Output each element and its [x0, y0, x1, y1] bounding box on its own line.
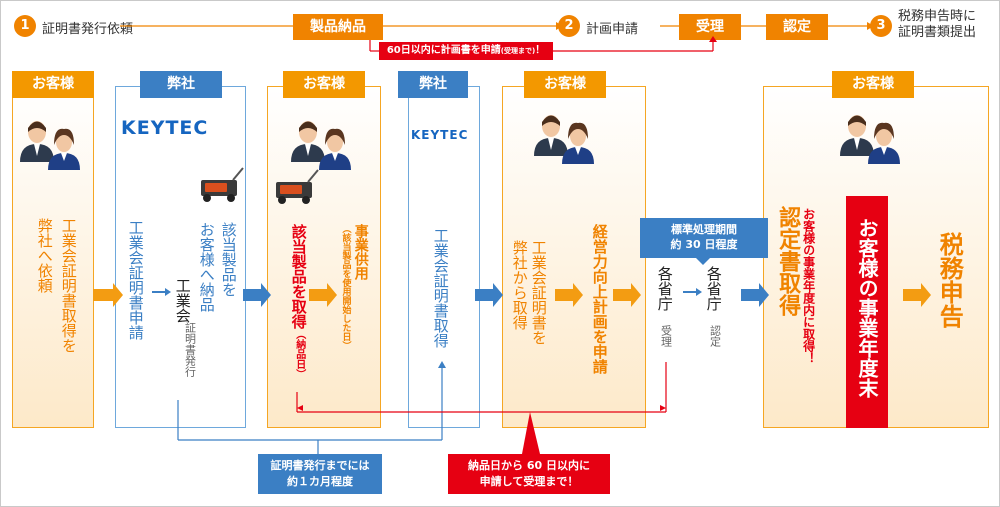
plan-note-end: ！ — [535, 45, 546, 56]
accept-box: 受理 — [679, 14, 741, 40]
customer-header-3: お客様 — [524, 71, 606, 98]
year-end-band — [846, 196, 888, 428]
step2-number: 2 — [558, 15, 580, 37]
keytec-logo-1: KEYTEC — [121, 117, 209, 139]
c1-text-b: 弊社へ依頼 — [35, 218, 54, 293]
period-line2: 約 30 日程度 — [670, 238, 738, 251]
company-header-1: 弊社 — [140, 71, 222, 98]
c3-text-a: 該当製品を取得（納品日） — [289, 224, 308, 379]
c1-text-a: 工業会証明書取得を — [59, 218, 78, 353]
issue-period-line2: 約１カ月程度 — [287, 475, 353, 488]
customer-header-1: お客様 — [12, 71, 94, 98]
step3-label-line1: 税務申告時に — [898, 9, 977, 24]
company-column-1 — [115, 86, 246, 428]
cert-deadline-text: お客様の事業年度内に取得！ — [801, 208, 816, 364]
c2-text-b: 工業会 — [173, 278, 192, 323]
step2-label: 計画申請 — [586, 22, 639, 37]
c5-text-a: 工業会証明書を — [529, 240, 548, 345]
step1-number: 1 — [14, 15, 36, 37]
period-line1: 標準処理期間 — [671, 223, 737, 236]
c4-text-a: 工業会証明書取得 — [431, 228, 450, 348]
plan-deadline-note: 60日以内に計画書を申請(受理まで)！ — [379, 42, 553, 60]
year-end-text: お客様の事業年度末 — [855, 218, 879, 398]
c3-text-a-main: 該当製品を取得 — [289, 224, 308, 329]
c3-text-a-small: （納品日） — [293, 329, 305, 379]
gov-certify-text: 各省庁 — [704, 266, 723, 311]
customer-header-2: お客様 — [283, 71, 365, 98]
cert-acquire-text: 認定書取得 — [775, 206, 801, 316]
company-header-2: 弊社 — [398, 71, 468, 98]
c5-text-b: 弊社から取得 — [510, 240, 529, 330]
certify-box: 認定 — [766, 14, 828, 40]
c3-text-b-small: （該当製品を使用開始した日） — [340, 224, 351, 350]
c2-text-c: 証明書発行 — [183, 322, 197, 377]
issue-period-note: 証明書発行までには 約１カ月程度 — [258, 454, 382, 494]
standard-period-box: 標準処理期間 約 30 日程度 — [640, 218, 768, 258]
gov-accept-sub: 受理 — [659, 325, 673, 347]
step3-number: 3 — [870, 15, 892, 37]
c5-text-c: 経営力向上計画を申請 — [590, 224, 609, 374]
c2-text-a: 工業会証明書申請 — [126, 220, 145, 340]
step1-label: 証明書発行依頼 — [42, 22, 134, 37]
issue-period-line1: 証明書発行までには — [270, 459, 370, 472]
sixty-day-line2: 申請して受理まで！ — [479, 475, 579, 488]
plan-note-main: 60日以内に計画書を申請 — [386, 45, 501, 56]
deliver-box: 製品納品 — [293, 14, 383, 40]
customer-header-4: お客様 — [832, 71, 914, 98]
c2-text-e: お客様へ納品 — [197, 222, 216, 312]
tax-return-text: 税務申告 — [935, 232, 964, 328]
sixty-day-line1: 納品日から 60 日以内に — [468, 459, 590, 472]
c3-text-b: 事業供用 — [352, 224, 369, 280]
sixty-day-note: 納品日から 60 日以内に 申請して受理まで！ — [448, 454, 610, 494]
period-box-tail — [696, 258, 710, 265]
c2-text-d: 該当製品を — [219, 222, 238, 297]
plan-note-small: (受理まで) — [500, 47, 536, 55]
step3-label-line2: 証明書類提出 — [898, 25, 977, 40]
gov-certify-sub: 認定 — [708, 325, 722, 347]
keytec-logo-2: KEYTEC — [411, 128, 469, 142]
gov-accept-text: 各省庁 — [655, 266, 674, 311]
step3-label: 税務申告時に 証明書類提出 — [898, 9, 976, 41]
